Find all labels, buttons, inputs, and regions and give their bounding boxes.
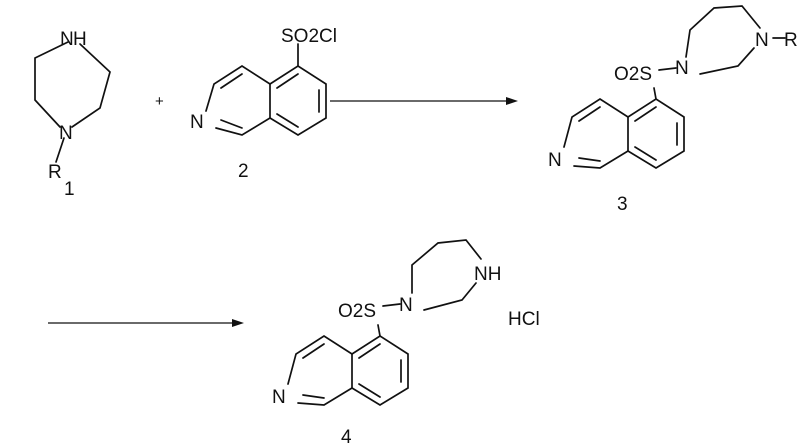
compound-4-isoquinoline-nitrogen: N — [272, 387, 286, 408]
compound-4-sulfonyl-bond — [377, 303, 401, 337]
compound-2-ring-nitrogen: N — [190, 112, 204, 133]
compound-2-left-ring-double-bonds — [220, 73, 243, 129]
compound-4-ring-nh: NH — [474, 264, 501, 285]
plus-sign: + — [155, 93, 164, 110]
compound-4-sulfonyl-group: O2S — [338, 301, 376, 322]
compound-3-r-group: R — [784, 30, 798, 51]
compound-3-label: 3 — [617, 194, 628, 215]
reaction-arrow-2 — [48, 319, 244, 327]
compound-1-structure: N H N R 1 — [34, 29, 111, 200]
compound-2-sulfonyl-chloride-group: SO2Cl — [281, 26, 337, 47]
compound-4-label: 4 — [341, 427, 352, 445]
compound-2-right-ring-double-bonds — [276, 73, 320, 128]
compound-4-diazepane-ring — [411, 239, 482, 311]
compound-4-left-ring — [287, 334, 353, 406]
compound-1-hydrogen: H — [73, 29, 87, 50]
compound-3-structure: O2S N N R N 3 — [548, 5, 798, 215]
reaction-arrow-1 — [330, 97, 518, 105]
compound-3-left-ring — [563, 97, 629, 169]
compound-4-ring-nitrogen-left: N — [399, 295, 413, 316]
compound-3-left-ring-double-bonds — [578, 106, 601, 162]
compound-2-right-ring — [269, 64, 327, 136]
compound-1-label: 1 — [64, 179, 75, 200]
compound-2-structure: SO2Cl N 2 — [190, 26, 337, 182]
compound-3-right-ring — [627, 97, 685, 169]
compound-3-sulfonyl-group: O2S — [614, 64, 652, 85]
compound-2-label: 2 — [238, 161, 249, 182]
compound-1-r-group: R — [48, 162, 62, 183]
compound-3-isoquinoline-nitrogen: N — [548, 150, 562, 171]
compound-1-substituent-bond — [55, 137, 65, 163]
hcl-salt-label: HCl — [508, 309, 540, 330]
compound-4-structure: O2S N NH N 4 — [272, 239, 501, 445]
compound-4-right-ring-double-bonds — [358, 343, 402, 398]
compound-3-right-ring-double-bonds — [634, 106, 678, 161]
compound-3-sulfonyl-bond — [653, 67, 677, 100]
compound-1-ring-nitrogen-bottom: N — [59, 123, 73, 144]
compound-3-ring-nitrogen-left: N — [675, 58, 689, 79]
compound-3-diazepane-ring — [685, 5, 761, 75]
compound-4-left-ring-double-bonds — [302, 343, 325, 399]
compound-2-left-ring — [205, 64, 271, 136]
compound-4-right-ring — [351, 334, 409, 406]
compound-1-ring-nitrogen-top: N — [60, 29, 74, 50]
compound-3-ring-nitrogen-right: N — [755, 30, 769, 51]
compound-1-ring-bonds — [34, 41, 111, 128]
